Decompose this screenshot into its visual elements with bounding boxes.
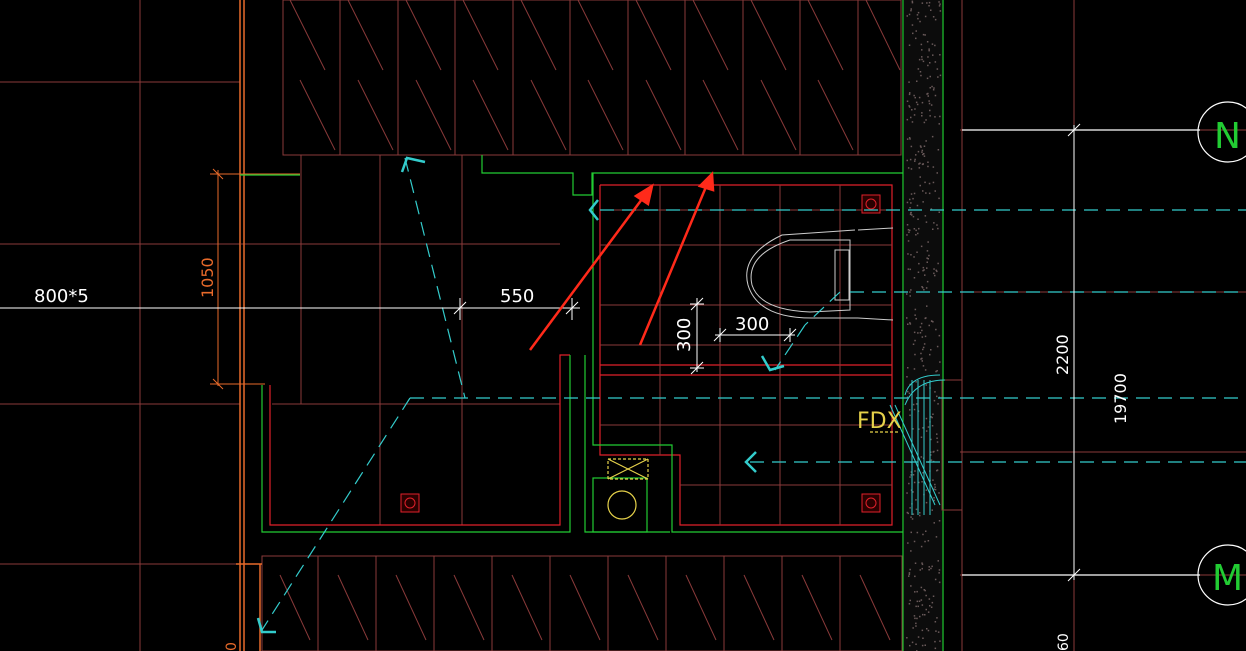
- partial-label-left: 0: [224, 642, 240, 651]
- cyan-routing-lines: [261, 157, 1246, 631]
- dim-label-300-horizontal: 300: [735, 314, 769, 335]
- dim-label-800x5: 800*5: [34, 286, 89, 307]
- cyan-door-swing: [889, 374, 946, 515]
- axis-bubbles: [962, 101, 1246, 606]
- red-annotation-arrows: [528, 171, 715, 351]
- dim-label-1050: 1050: [198, 257, 217, 298]
- hatched-area-top: [282, 0, 902, 156]
- exterior-wall-band: [904, 0, 942, 651]
- red-device-symbols: [400, 194, 881, 513]
- white-dimensions: [0, 123, 1081, 582]
- dim-label-550: 550: [500, 286, 534, 307]
- dim-label-19700: 19700: [1111, 373, 1130, 424]
- hatched-area-bottom: [261, 555, 903, 651]
- dimension-1050: [210, 168, 300, 390]
- dim-label-300-vertical: 300: [674, 318, 695, 352]
- cyan-arrowheads: [256, 156, 785, 634]
- partial-label-right: 60: [1056, 633, 1072, 651]
- room-walls-green: [240, 0, 944, 651]
- bathroom-tile-grid: [600, 185, 892, 525]
- orange-boundary: [236, 0, 262, 651]
- floor-drain-fixture: [607, 431, 900, 520]
- room-walls-red: [269, 184, 893, 526]
- dim-label-2200: 2200: [1053, 334, 1072, 375]
- equipment-code-fdx: FDX: [857, 409, 902, 434]
- right-wall-outline: [941, 0, 963, 651]
- toilet-icon: [746, 227, 894, 321]
- axis-label-m: M: [1212, 558, 1243, 599]
- axis-label-n: N: [1214, 116, 1241, 157]
